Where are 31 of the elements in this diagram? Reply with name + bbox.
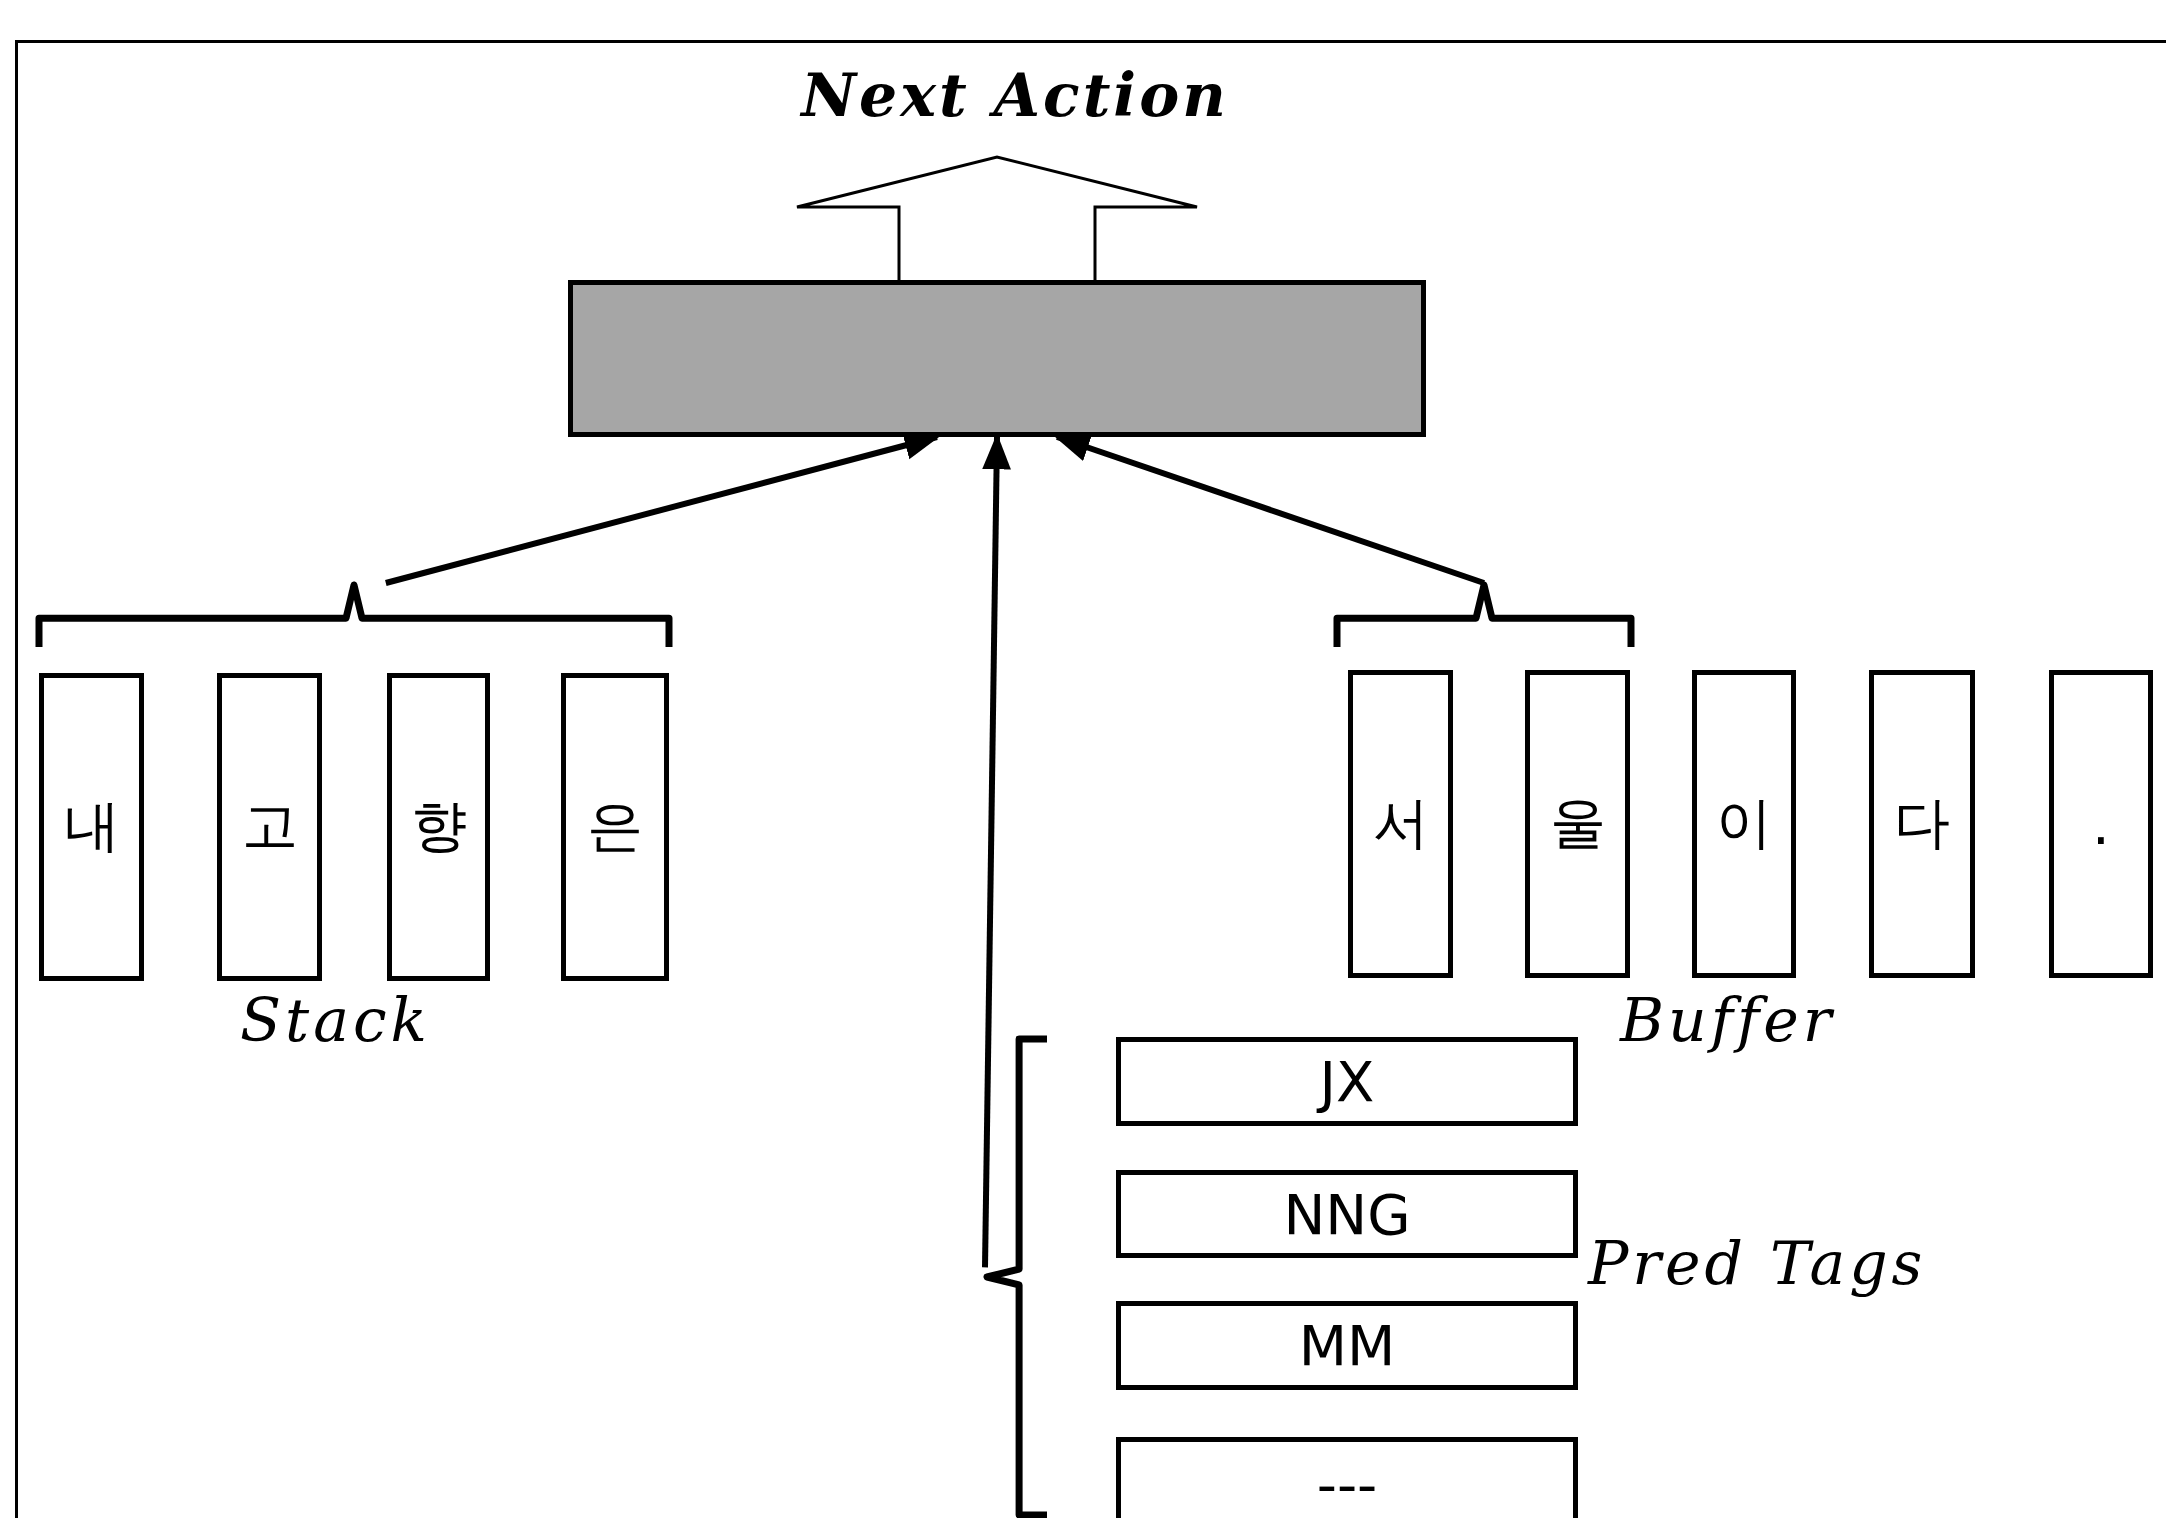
title-text: Next Action xyxy=(801,60,1229,130)
token-text: 은 xyxy=(587,792,643,860)
stack-token-box xyxy=(39,673,144,981)
group-label: Buffer xyxy=(1620,985,1836,1055)
token-text: 다 xyxy=(1894,789,1950,857)
stack-token-box xyxy=(561,673,669,981)
token-text: --- xyxy=(1316,1452,1378,1517)
token-text: NNG xyxy=(1283,1181,1411,1247)
tag-box xyxy=(1116,1170,1578,1258)
group-label: Stack xyxy=(240,985,431,1055)
group-label: Pred Tags xyxy=(1588,1228,1927,1298)
token-text: 내 xyxy=(63,792,120,860)
token-text: MM xyxy=(1298,1313,1396,1378)
buffer-token-box xyxy=(1348,670,1453,978)
buffer-token-box xyxy=(1692,670,1796,978)
block-arrow xyxy=(795,155,1199,282)
token-text: 고 xyxy=(241,792,298,860)
stack-token-box xyxy=(387,673,490,981)
token-text: 이 xyxy=(1716,789,1772,857)
output-layer-box xyxy=(568,280,1426,437)
tag-box xyxy=(1116,1037,1578,1126)
tag-box xyxy=(1116,1301,1578,1390)
stack-token-box xyxy=(217,673,322,981)
token-text: 울 xyxy=(1549,789,1606,857)
tag-box xyxy=(1116,1437,1578,1518)
buffer-token-box xyxy=(1869,670,1975,978)
buffer-token-box xyxy=(1525,670,1630,978)
token-text: 서 xyxy=(1372,789,1429,857)
token-text: . xyxy=(2092,791,2110,857)
buffer-token-box xyxy=(2049,670,2153,978)
token-text: 향 xyxy=(410,792,467,860)
